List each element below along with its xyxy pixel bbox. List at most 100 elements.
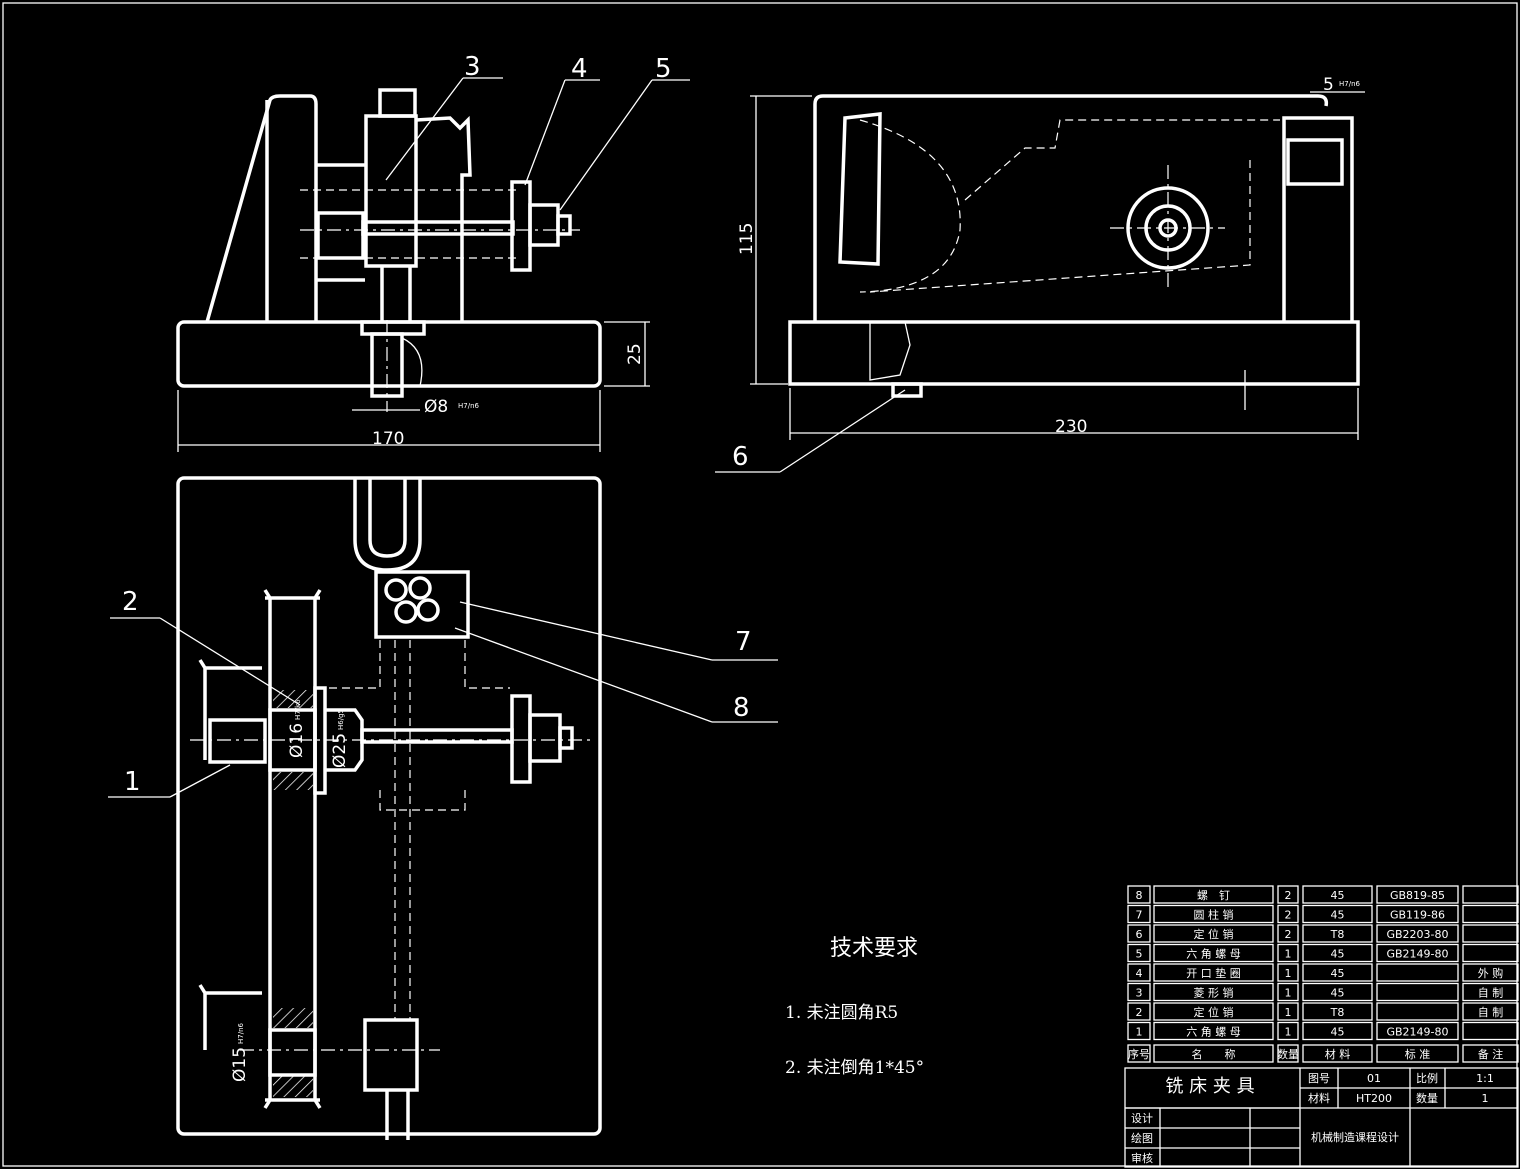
bom-qty: 1 xyxy=(1285,948,1292,961)
balloon-7: 7 xyxy=(735,627,752,657)
bom-cell xyxy=(1277,924,1299,943)
bom-cell xyxy=(1153,885,1274,904)
bom-no: 3 xyxy=(1136,987,1143,1000)
bom-cell xyxy=(1127,904,1151,924)
bom-cell xyxy=(1462,924,1519,943)
review-label: 审核 xyxy=(1131,1151,1153,1165)
bom-no: 4 xyxy=(1136,967,1143,980)
bom-name: 菱 形 销 xyxy=(1194,986,1234,1000)
balloon-4: 4 xyxy=(571,54,588,84)
bom-name: 名 称 xyxy=(1192,1047,1236,1061)
dim-16: Ø16 xyxy=(287,723,307,758)
side-view: 115 230 5 H7/n6 6 xyxy=(715,75,1365,473)
fit-8: H7/n6 xyxy=(458,402,480,410)
qty-label: 数量 xyxy=(1416,1092,1438,1105)
bom-cell xyxy=(1302,924,1373,943)
bom-std: 标 准 xyxy=(1405,1047,1431,1061)
bom-note: 自 制 xyxy=(1478,987,1504,1000)
bom-cell xyxy=(1153,904,1274,924)
bom-qty: 1 xyxy=(1285,987,1292,1000)
section-hatch xyxy=(273,1008,313,1028)
bom-name: 定 位 销 xyxy=(1194,927,1234,941)
balloon-8: 8 xyxy=(733,693,750,723)
bom-name: 螺 钉 xyxy=(1197,889,1230,902)
bom-cell xyxy=(1462,1002,1519,1021)
tech-item-1: 1. 未注圆角R5 xyxy=(785,1003,898,1023)
bom-cell xyxy=(1376,1021,1459,1041)
bom-qty: 2 xyxy=(1285,909,1292,922)
bom-note: 外 购 xyxy=(1478,966,1504,980)
scale: 1:1 xyxy=(1476,1072,1494,1085)
bom-mat: 45 xyxy=(1331,909,1345,922)
dim-5: 5 xyxy=(1323,75,1334,95)
bom-no: 1 xyxy=(1136,1026,1143,1039)
bom-cell xyxy=(1302,904,1373,924)
dim-170: 170 xyxy=(372,429,404,449)
bom-cell xyxy=(1462,963,1519,982)
dim-25: 25 xyxy=(625,343,645,365)
dim-25b: Ø25 xyxy=(330,733,350,768)
bom-cell xyxy=(1153,1002,1274,1021)
balloon-2: 2 xyxy=(122,587,139,617)
bom-cell xyxy=(1277,904,1299,924)
bom-cell xyxy=(1462,1044,1519,1063)
bom-mat: 45 xyxy=(1331,948,1345,961)
bom-cell xyxy=(1462,904,1519,924)
dim-115: 115 xyxy=(737,223,757,255)
fit-16: H7/k6 xyxy=(294,699,302,720)
bom-cell xyxy=(1277,963,1299,982)
bom-name: 六 角 螺 母 xyxy=(1186,948,1241,961)
bom-name: 六 角 螺 母 xyxy=(1186,1026,1241,1039)
bom-cell xyxy=(1376,885,1459,904)
dim-15: Ø15 xyxy=(230,1047,250,1082)
bom-cell xyxy=(1376,904,1459,924)
balloon-6: 6 xyxy=(732,442,749,472)
bom-cell xyxy=(1376,943,1459,963)
bom-cell xyxy=(1302,943,1373,963)
bom-cell xyxy=(1127,924,1151,943)
bom-cell xyxy=(1127,1002,1151,1021)
balloon-3: 3 xyxy=(464,52,481,82)
bom-cell xyxy=(1127,1044,1151,1063)
bom-qty: 2 xyxy=(1285,889,1292,902)
top-view: Ø16 H7/k6 Ø25 H6/g5 Ø15 H7/n6 1 2 7 8 xyxy=(108,476,778,1140)
bom-no: 2 xyxy=(1136,1006,1143,1019)
bom-cell xyxy=(1302,963,1373,982)
bom-std: GB819-85 xyxy=(1390,889,1445,902)
dim-8: Ø8 xyxy=(424,397,448,417)
section-hatch xyxy=(273,1075,313,1097)
bom-cell xyxy=(1153,963,1274,982)
bom-cell xyxy=(1277,1044,1299,1063)
front-view: 170 25 Ø8 H7/n6 3 4 5 xyxy=(176,52,690,452)
bom-cell xyxy=(1302,982,1373,1002)
fit-5: H7/n6 xyxy=(1339,80,1361,88)
bom-std: GB119-86 xyxy=(1390,909,1445,922)
bom-mat: 45 xyxy=(1331,889,1345,902)
qty: 1 xyxy=(1482,1092,1489,1105)
bom-mat: 45 xyxy=(1331,1026,1345,1039)
bom-mat: 材 料 xyxy=(1325,1047,1351,1061)
bom-cell xyxy=(1277,1002,1299,1021)
bom-mat: T8 xyxy=(1330,1006,1345,1019)
material: HT200 xyxy=(1356,1092,1392,1105)
scale-label: 比例 xyxy=(1416,1071,1438,1085)
bom-cell xyxy=(1302,1044,1373,1063)
bom-cell xyxy=(1153,924,1274,943)
balloon-1: 1 xyxy=(124,767,141,797)
bom-qty: 数量 xyxy=(1277,1048,1299,1061)
bom-cell xyxy=(1376,1002,1459,1021)
section-hatch xyxy=(273,690,313,708)
bom-cell xyxy=(1302,1002,1373,1021)
drawing-title: 铣 床 夹 具 xyxy=(1165,1076,1254,1097)
bom-cell xyxy=(1376,963,1459,982)
draw-label: 绘图 xyxy=(1131,1131,1153,1145)
bom-cell xyxy=(1127,1021,1151,1041)
fit-25b: H6/g5 xyxy=(337,709,345,730)
bom-std: GB2149-80 xyxy=(1386,1026,1448,1039)
bom-cell xyxy=(1153,1021,1274,1041)
bom-cell xyxy=(1153,1044,1274,1063)
drawing-no: 01 xyxy=(1367,1072,1381,1085)
bom-mat: 45 xyxy=(1331,967,1345,980)
